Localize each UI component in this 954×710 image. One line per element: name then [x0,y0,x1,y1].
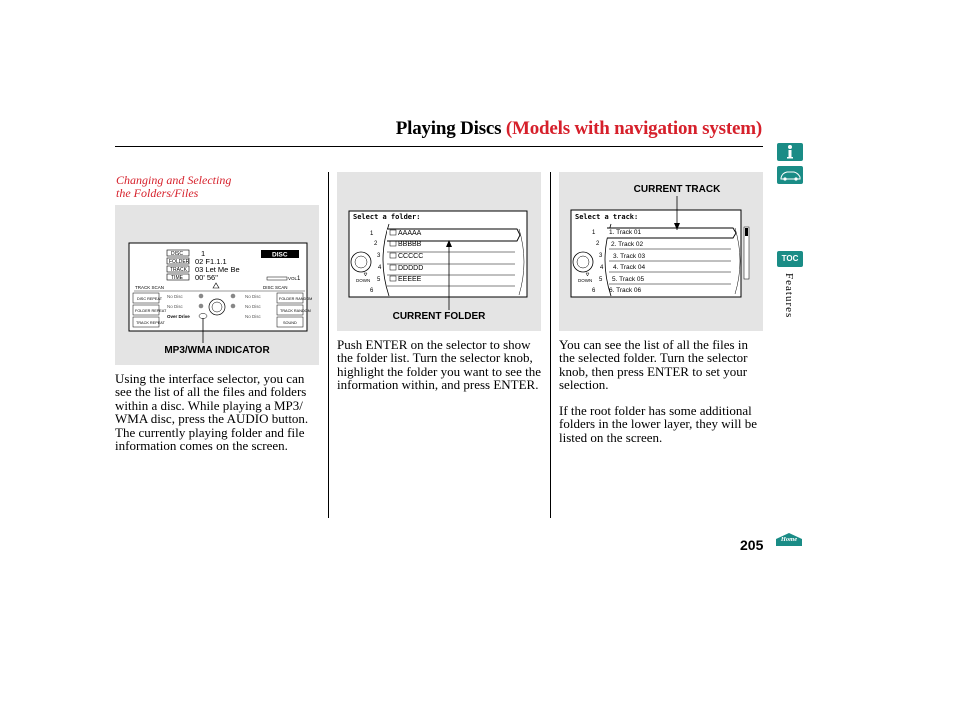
folder-icon [389,264,397,271]
track-list-header: Select a track: [575,213,638,221]
vol-label: VOL [288,276,298,281]
disc-scan-label: DISC SCAN [263,285,288,290]
car-index-button[interactable] [777,166,803,184]
paragraph-column3-a: You can see the list of all the files in… [559,337,748,393]
figure-panel-track-list: CURRENT TRACK Select a track: 1 2 3 4 5 … [559,172,763,331]
paragraph-column1: Using the interface selector, you can se… [115,371,309,454]
folder-item-2: BBBBB [398,241,422,248]
disc-badge: DISC [272,252,288,259]
row-tag-disc: DISC [171,251,183,257]
folder-item-1: AAAAA [398,230,422,237]
track-number-6: 6 [592,288,596,294]
folder-item-3: CCCCC [398,253,423,260]
folder-icon [389,252,397,259]
slot-right-mid: No Disc [245,304,262,309]
folder-list-header: Select a folder: [353,213,420,221]
track-repeat-button: TRACK REPEAT [136,321,166,325]
figure-label-current-folder: CURRENT FOLDER [392,311,486,322]
track-number-3: 3 [599,253,603,259]
title-subtitle: (Models with navigation system) [505,118,762,139]
car-icon [780,171,801,181]
folder-number-2: 2 [374,241,378,247]
down-arrow-icon [585,272,590,277]
toc-button[interactable]: TOC [777,251,803,267]
track-item-3: 3. Track 03 [613,253,646,260]
folder-list-illustration: Select a folder: 1 2 3 4 5 6 DOWN AAAAA … [348,210,528,310]
row-value-track: 03 Let Me Be [195,265,240,274]
row-value-disc: 1 [201,249,205,258]
eject-icon [212,282,220,289]
track-item-4: 4. Track 04 [613,264,646,271]
track-list-illustration: Select a track: 1 2 3 4 5 6 DOWN 1. Trac… [570,196,750,298]
folder-icon [389,240,397,247]
column-divider-2 [550,172,551,518]
folder-random-button: FOLDER RANDOM [279,297,312,301]
down-label: DOWN [578,278,592,283]
page-number: 205 [740,537,764,553]
audio-screen-illustration: DISC FOLDER TRACK TIME 1 02 F1.1.1 03 Le… [128,242,312,343]
folder-item-4: DDDDD [398,265,423,272]
row-value-folder: 02 F1.1.1 [195,257,227,266]
folder-number-1: 1 [370,231,374,237]
row-tag-time: TIME [171,275,184,281]
folder-number-3: 3 [377,253,381,259]
slot-right-top: No Disc [245,294,262,299]
track-random-button: TRACK RANDOM [280,309,311,313]
title-main: Playing Discs [395,118,502,139]
row-tag-folder: FOLDER [169,259,190,265]
slot-left-bot: Over Drive [167,314,190,319]
folder-icon [389,275,397,282]
home-icon [776,533,802,546]
figure-label-mp3-indicator: MP3/WMA INDICATOR [164,345,270,356]
info-icon [787,145,793,159]
slot-left-mid: No Disc [167,304,184,309]
mp3-indicator-icon [198,313,208,319]
figure-panel-audio-screen: DISC FOLDER TRACK TIME 1 02 F1.1.1 03 Le… [115,205,319,365]
section-caption: Changing and Selecting the Folders/Files [116,173,232,200]
figure-label-current-track: CURRENT TRACK [633,184,721,195]
folder-number-5: 5 [377,277,381,283]
folder-number-6: 6 [370,288,374,294]
track-item-1: 1. Track 01 [609,229,642,236]
track-item-5: 5. Track 05 [612,276,645,283]
selector-knob-icon [350,251,372,273]
home-label: Home [780,536,798,543]
info-button[interactable] [777,143,803,161]
header-rule [115,146,763,147]
folder-item-5: EEEEE [398,276,422,283]
slot-left-top: No Disc [167,294,184,299]
page-title: Playing Discs (Models with navigation sy… [300,118,762,140]
folder-repeat-button: FOLDER REPEAT [135,309,167,313]
selector-knob-icon [208,298,226,316]
column-divider-1 [328,172,329,518]
track-number-4: 4 [600,265,604,271]
folder-number-4: 4 [378,265,382,271]
list-scrollbar [743,226,750,280]
sound-button: SOUND [283,321,297,325]
slot-right-bot: No Disc [245,314,262,319]
track-number-5: 5 [599,277,603,283]
track-number-1: 1 [592,230,596,236]
folder-icon [389,229,397,236]
track-scan-label: TRACK SCAN [135,285,164,290]
track-number-2: 2 [596,241,600,247]
disc-repeat-button: DISC REPEAT [137,297,163,301]
selector-knob-icon [572,251,594,273]
paragraph-column3-b: If the root folder has some additional f… [559,403,758,445]
home-button[interactable]: Home [775,532,803,548]
section-tab-label: Features [783,273,795,319]
row-tag-track: TRACK [170,267,188,273]
figure-panel-folder-list: Select a folder: 1 2 3 4 5 6 DOWN AAAAA … [337,172,541,331]
down-arrow-icon [363,272,368,277]
row-value-time: 00' 56" [195,273,218,282]
vol-value: 1 [297,276,301,282]
down-label: DOWN [356,278,370,283]
paragraph-column2: Push ENTER on the selector to show the f… [337,337,541,393]
track-item-2: 2. Track 02 [611,241,644,248]
track-item-6: 6. Track 06 [609,287,642,294]
